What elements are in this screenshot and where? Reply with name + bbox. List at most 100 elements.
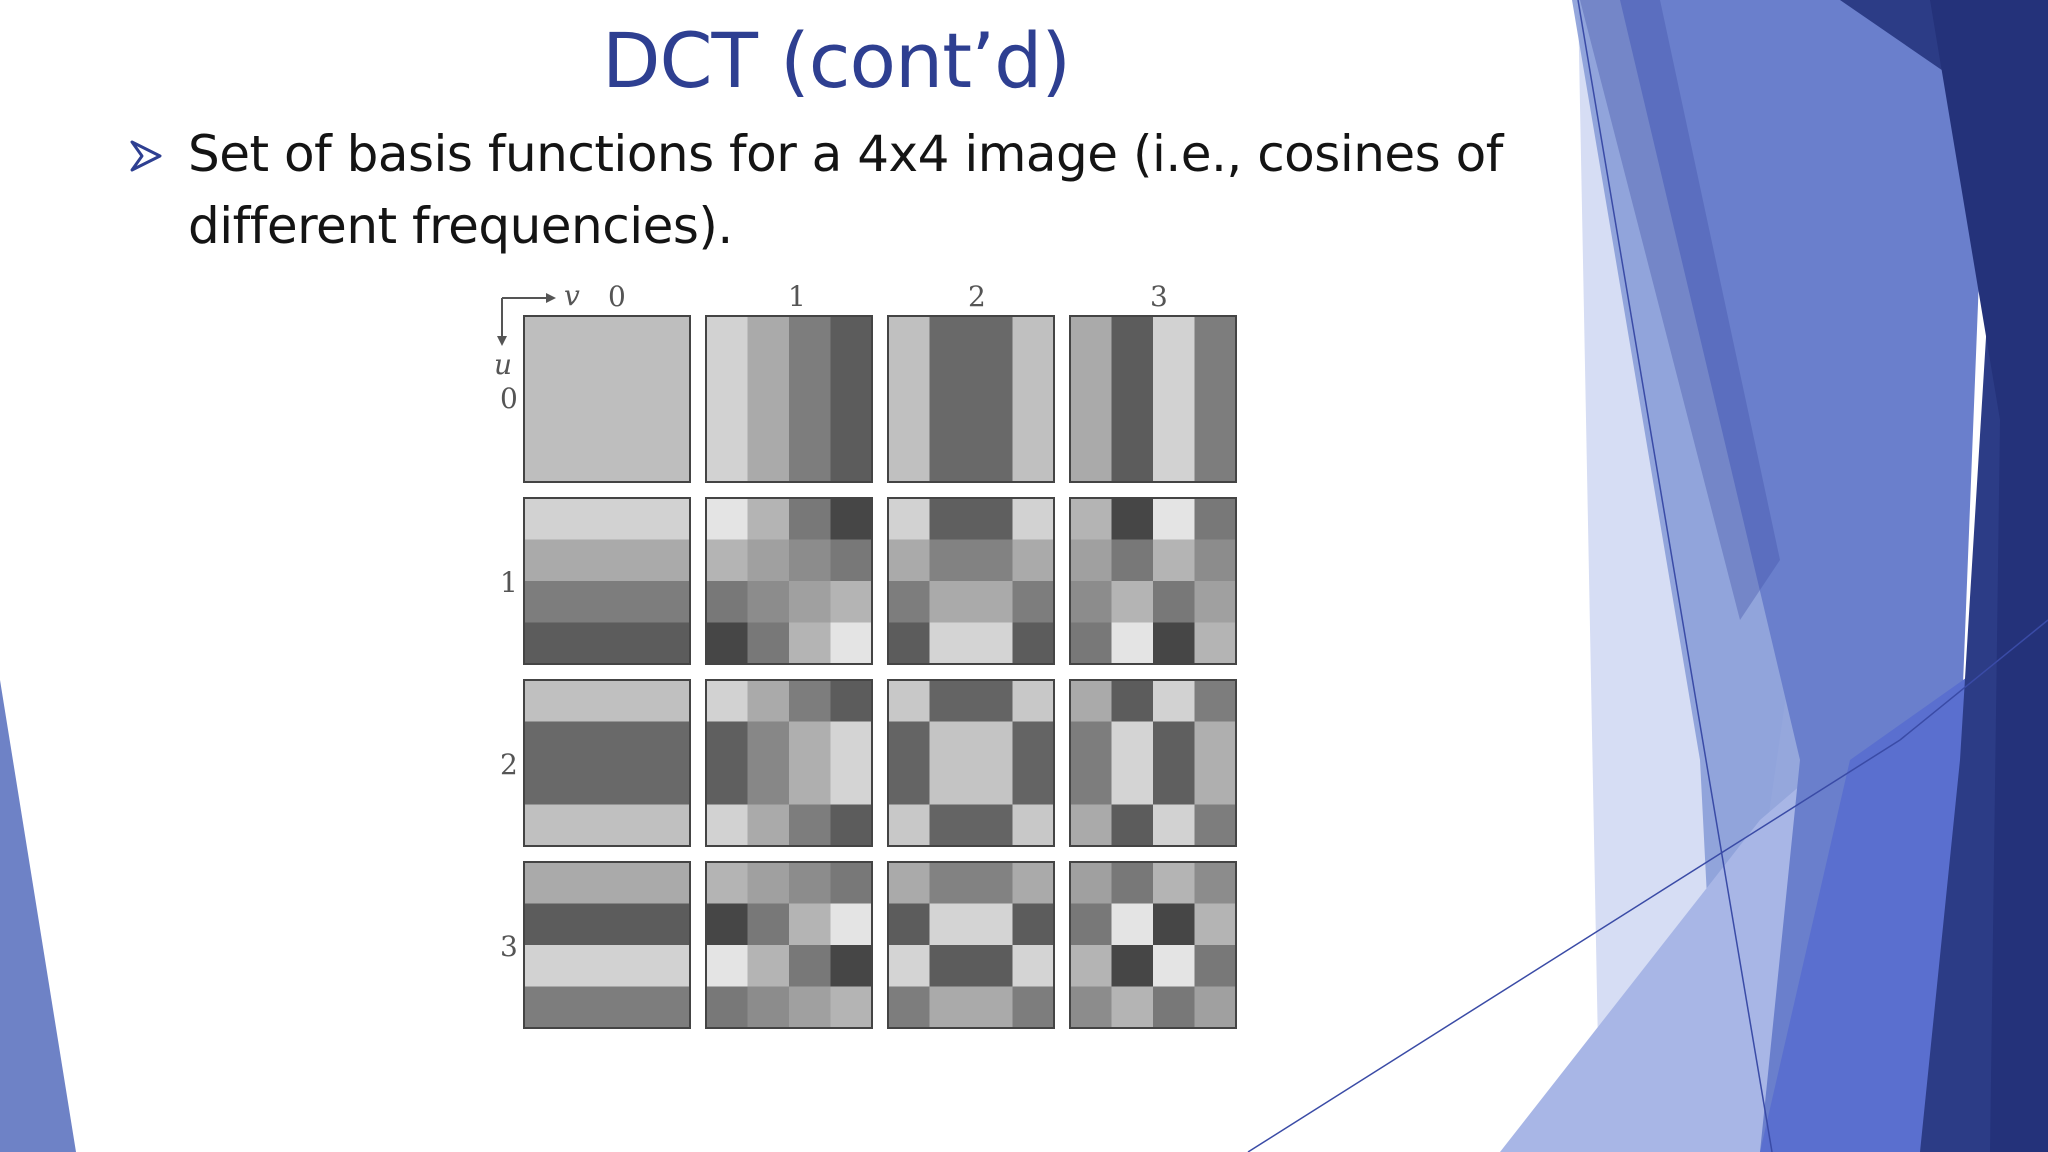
basis-cell <box>830 986 873 1029</box>
basis-cell <box>789 622 831 665</box>
basis-cell <box>888 763 930 805</box>
basis-tile-border <box>705 861 873 1029</box>
basis-cell <box>929 622 972 665</box>
basis-cell <box>1012 399 1055 441</box>
basis-tile-border <box>1069 497 1237 665</box>
basis-cell <box>1012 680 1055 722</box>
basis-tile-border <box>523 315 691 483</box>
basis-cell <box>1194 539 1237 582</box>
basis-cell <box>747 680 790 722</box>
basis-cell <box>706 357 748 400</box>
basis-cell <box>1012 763 1055 805</box>
basis-cell <box>1153 680 1195 722</box>
basis-cell <box>971 622 1013 665</box>
basis-cell <box>1194 316 1237 358</box>
basis-cell <box>1070 357 1112 400</box>
basis-cell <box>929 539 972 582</box>
basis-cell <box>1070 986 1112 1029</box>
basis-cell <box>565 721 608 764</box>
basis-tile-u0-v2 <box>887 315 1055 483</box>
basis-cell <box>1111 399 1154 441</box>
basis-cell <box>747 903 790 946</box>
basis-cell <box>1153 440 1195 483</box>
basis-cell <box>747 581 790 623</box>
basis-cell <box>1070 399 1112 441</box>
basis-cell <box>706 804 748 847</box>
basis-cell <box>830 498 873 540</box>
dct-basis-figure: v u 0 1 2 3 0 1 2 3 <box>494 280 1237 1029</box>
basis-tile-u3-v3 <box>1069 861 1237 1029</box>
axis-u-label: u <box>494 348 512 381</box>
basis-cell <box>648 399 691 441</box>
basis-cell <box>1153 539 1195 582</box>
basis-cell <box>1111 903 1154 946</box>
basis-cell <box>1070 804 1112 847</box>
basis-cell <box>1012 804 1055 847</box>
basis-cell <box>1194 721 1237 764</box>
basis-cell <box>1111 622 1154 665</box>
basis-cell <box>565 862 608 904</box>
basis-cell <box>1153 903 1195 946</box>
basis-cell <box>789 399 831 441</box>
basis-cell <box>1012 539 1055 582</box>
basis-tile-border <box>523 861 691 1029</box>
basis-cell <box>1194 357 1237 400</box>
basis-cell <box>789 316 831 358</box>
basis-cell <box>706 986 748 1029</box>
basis-cell <box>1153 622 1195 665</box>
basis-cell <box>830 721 873 764</box>
basis-cell <box>1111 945 1154 987</box>
basis-cell <box>1153 721 1195 764</box>
basis-cell <box>648 498 691 540</box>
basis-cell <box>607 986 649 1029</box>
basis-cell <box>524 581 566 623</box>
basis-cell <box>706 721 748 764</box>
basis-cell <box>971 680 1013 722</box>
basis-cell <box>607 539 649 582</box>
basis-tile-u3-v2 <box>887 861 1055 1029</box>
basis-cell <box>1194 581 1237 623</box>
col-label-1: 1 <box>788 280 806 313</box>
basis-cell <box>789 680 831 722</box>
basis-cell <box>747 986 790 1029</box>
basis-cell <box>929 440 972 483</box>
basis-tile-u1-v2 <box>887 497 1055 665</box>
basis-cell <box>747 804 790 847</box>
basis-cell <box>1070 498 1112 540</box>
basis-tile-border <box>705 497 873 665</box>
basis-cell <box>524 804 566 847</box>
basis-cell <box>1111 316 1154 358</box>
basis-tile-border <box>887 315 1055 483</box>
basis-cell <box>524 945 566 987</box>
basis-cell <box>1012 622 1055 665</box>
basis-cell <box>565 440 608 483</box>
basis-cell <box>1070 862 1112 904</box>
basis-cell <box>565 804 608 847</box>
basis-tile-border <box>705 315 873 483</box>
basis-cell <box>524 440 566 483</box>
basis-cell <box>747 763 790 805</box>
right-facet-accent <box>1580 0 1780 620</box>
decor-line-1 <box>1577 0 1773 1152</box>
basis-cell <box>1111 498 1154 540</box>
basis-cell <box>789 721 831 764</box>
basis-cell <box>1194 862 1237 904</box>
basis-cell <box>747 721 790 764</box>
basis-tile-u2-v2 <box>887 679 1055 847</box>
basis-cell <box>830 680 873 722</box>
basis-cell <box>929 986 972 1029</box>
basis-cell <box>1194 622 1237 665</box>
basis-cell <box>607 316 649 358</box>
basis-cell <box>706 316 748 358</box>
basis-cell <box>929 763 972 805</box>
basis-cell <box>607 581 649 623</box>
basis-cell <box>971 862 1013 904</box>
basis-cell <box>565 399 608 441</box>
basis-cell <box>1070 903 1112 946</box>
basis-cell <box>607 357 649 400</box>
basis-cell <box>888 903 930 946</box>
basis-cell <box>1194 945 1237 987</box>
basis-cell <box>789 986 831 1029</box>
basis-cell <box>648 440 691 483</box>
